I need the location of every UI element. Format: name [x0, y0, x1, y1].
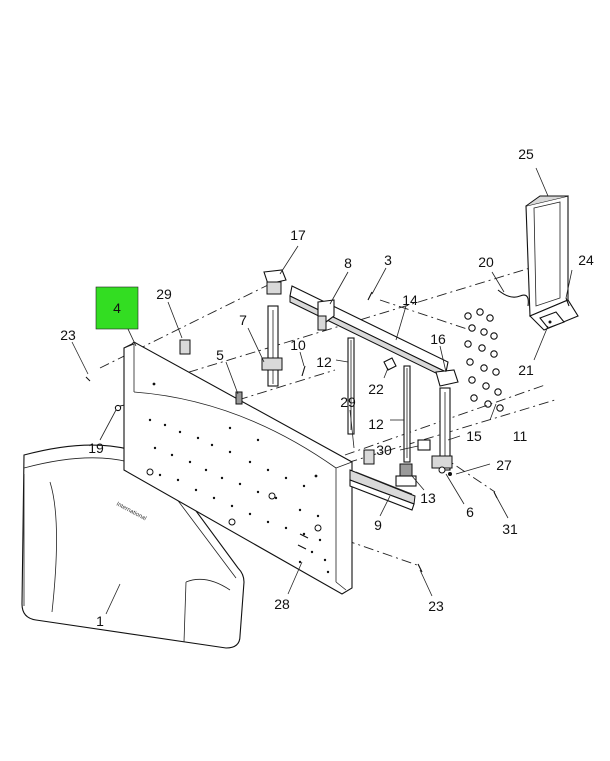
- vertical-tube-7: [261, 305, 283, 387]
- side-frame-25: [525, 195, 579, 331]
- callout-8: 8: [344, 255, 352, 271]
- callout-16: 16: [430, 331, 446, 347]
- callout-14: 14: [402, 292, 418, 308]
- callout-19: 19: [88, 440, 104, 456]
- latch-hardware: [395, 463, 452, 487]
- callout-22: 22: [368, 381, 384, 397]
- highlight-callout-4: 4: [95, 286, 139, 330]
- callout-30: 30: [376, 442, 392, 458]
- vertical-rods-12: [347, 337, 411, 463]
- callout-17: 17: [290, 227, 306, 243]
- lower-slide-rail: [349, 469, 416, 511]
- callout-20: 20: [478, 254, 494, 270]
- callout-9: 9: [374, 517, 382, 533]
- cap-bracket-17: [263, 269, 287, 295]
- callout-labels: 1 3 5 6 7 8 9 10 11 12 12 13 14 15 16 17…: [60, 146, 594, 629]
- callout-29b: 29: [340, 394, 356, 410]
- callout-10: 10: [290, 337, 306, 353]
- panel-holes: [146, 382, 330, 574]
- callout-13: 13: [420, 490, 436, 506]
- callout-12a: 12: [316, 354, 332, 370]
- clip-hardware-11: [464, 308, 504, 412]
- callout-6: 6: [466, 504, 474, 520]
- callout-4: 4: [113, 300, 121, 316]
- callout-21: 21: [518, 362, 534, 378]
- callout-25: 25: [518, 146, 534, 162]
- callout-23a: 23: [60, 327, 76, 343]
- callout-29a: 29: [156, 286, 172, 302]
- callout-27: 27: [496, 457, 512, 473]
- cable-20: [497, 289, 529, 307]
- callout-11: 11: [513, 428, 528, 444]
- highlight-box: [95, 286, 139, 330]
- callout-23b: 23: [428, 598, 444, 614]
- callout-31: 31: [502, 521, 518, 537]
- front-cushion-panel: International: [21, 444, 245, 649]
- bracket-8: [317, 299, 335, 331]
- callout-7: 7: [239, 312, 247, 328]
- callout-1: 1: [96, 613, 104, 629]
- spacers-29: [179, 339, 375, 465]
- callout-3: 3: [384, 252, 392, 268]
- plate-30: [417, 439, 431, 451]
- frame-latch-21: [539, 311, 565, 329]
- main-back-panel: [123, 341, 353, 595]
- right-rail-15: [431, 369, 459, 471]
- callout-5: 5: [216, 347, 224, 363]
- callout-24: 24: [578, 252, 594, 268]
- callout-28: 28: [274, 596, 290, 612]
- small-brackets: [235, 357, 397, 405]
- callout-12b: 12: [368, 416, 384, 432]
- callout-15: 15: [466, 428, 482, 444]
